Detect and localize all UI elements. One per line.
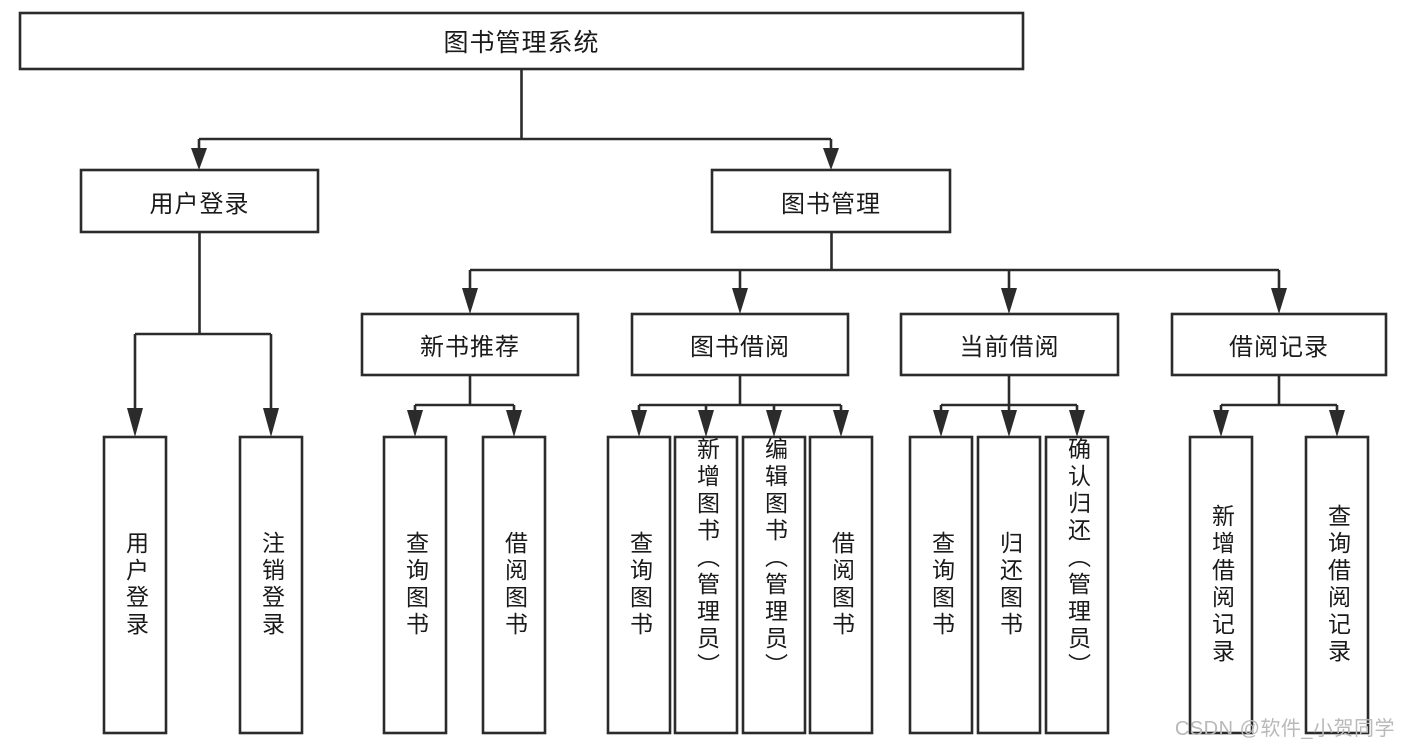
arrow-head-leaf-user-login (127, 408, 143, 437)
arrow-head-bb-leaf-1 (631, 410, 647, 437)
leaf-box-bb-add-book-admin[interactable] (673, 435, 739, 735)
node-book-borrow[interactable] (630, 312, 850, 377)
watermark-text: CSDN @软件_小贺同学 (1174, 718, 1395, 740)
node-new-book-recommend[interactable] (360, 312, 580, 377)
node-book-management[interactable] (710, 168, 952, 234)
leaf-box-bb-borrow-book[interactable] (808, 435, 874, 735)
arrow-head-book-borrow (732, 288, 748, 314)
arrow-head-leaf-logout (263, 408, 279, 437)
arrow-head-current-borrow (1001, 288, 1017, 314)
arrow-head-cb-leaf-2 (1001, 410, 1017, 437)
leaf-box-br-query-record[interactable] (1304, 435, 1370, 735)
node-borrow-record[interactable] (1170, 312, 1388, 377)
leaf-box-cb-query-book[interactable] (908, 435, 974, 735)
arrow-head-cb-leaf-3 (1069, 410, 1085, 437)
leaf-box-cb-confirm-return-admin[interactable] (1044, 435, 1110, 735)
arrow-head-nbr-leaf-2 (506, 410, 522, 437)
leaf-box-logout[interactable] (238, 435, 304, 735)
leaf-box-nbr-borrow-book[interactable] (481, 435, 547, 735)
arrow-head-bb-leaf-3 (766, 410, 782, 437)
arrow-head-nbr-leaf-1 (407, 410, 423, 437)
arrow-head-cb-leaf-1 (933, 410, 949, 437)
node-root-book-management-system[interactable] (18, 11, 1025, 71)
arrow-head-bb-leaf-4 (833, 410, 849, 437)
arrow-head-new-book-recommend (462, 288, 478, 314)
arrow-head-br-leaf-2 (1329, 410, 1345, 437)
leaf-box-cb-return-book[interactable] (976, 435, 1042, 735)
node-current-borrow[interactable] (899, 312, 1120, 377)
leaf-box-user-login[interactable] (102, 435, 168, 735)
arrow-head-borrow-record (1271, 288, 1287, 314)
arrow-head-bb-leaf-2 (698, 410, 714, 437)
leaf-box-br-add-record[interactable] (1188, 435, 1254, 735)
leaf-box-nbr-query-book[interactable] (382, 435, 448, 735)
arrow-head-br-leaf-1 (1213, 410, 1229, 437)
leaf-box-bb-query-book[interactable] (606, 435, 672, 735)
leaf-box-bb-edit-book-admin[interactable] (741, 435, 807, 735)
arrow-head-user-login (191, 148, 207, 170)
node-user-login[interactable] (79, 168, 320, 234)
arrow-head-book-management (823, 148, 839, 170)
